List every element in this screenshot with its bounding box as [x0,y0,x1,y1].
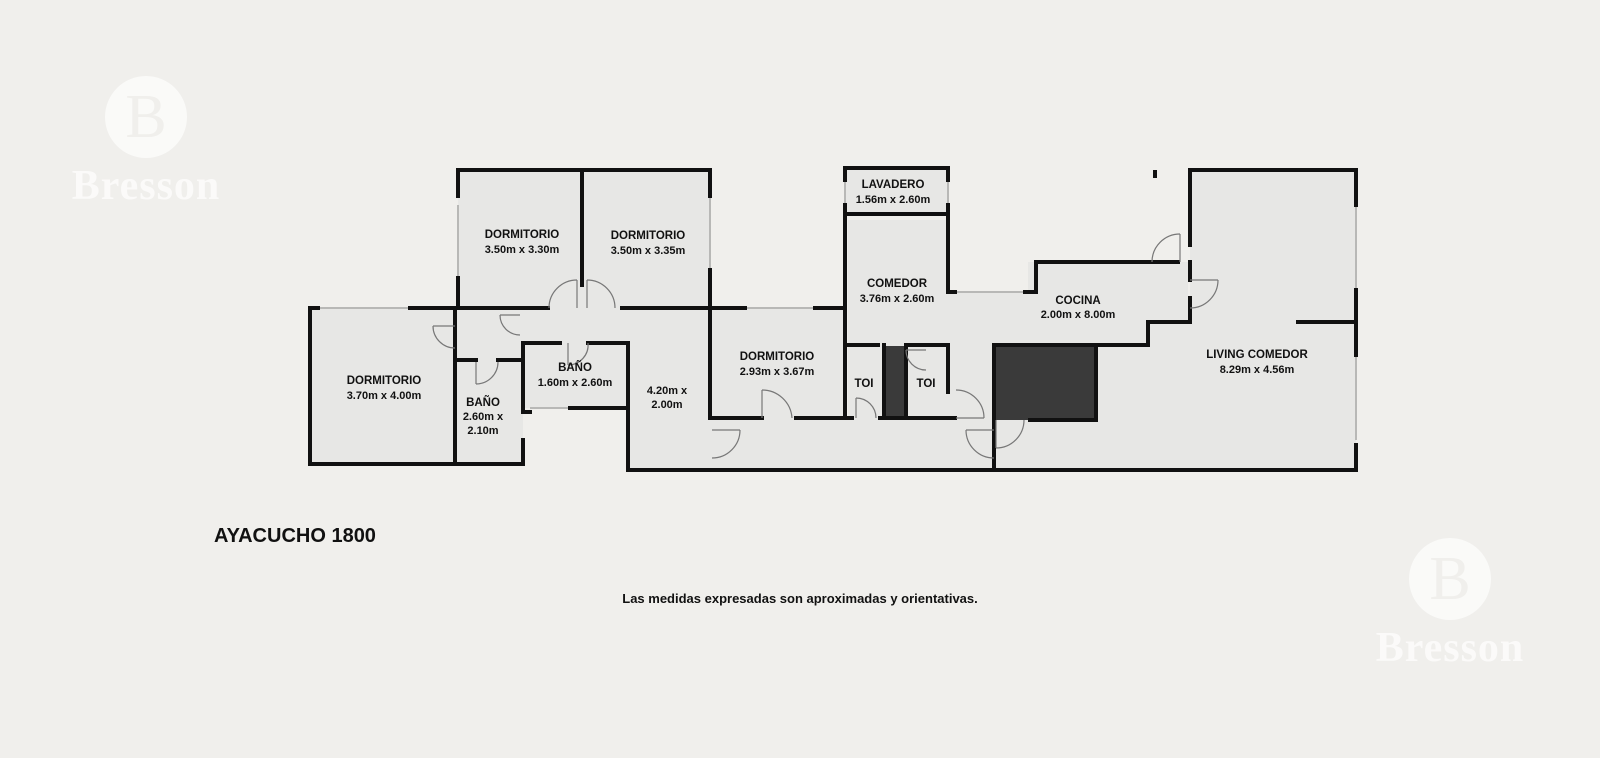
floor-fills [310,168,1356,468]
room-name: DORMITORIO [611,230,686,242]
room-dims: 3.70m x 4.00m [347,390,422,402]
property-title: AYACUCHO 1800 [214,525,376,547]
room-cocina: COCINA 2.00m x 8.00m [1041,295,1116,321]
room-dims-line1: 4.20m x [647,385,688,397]
room-dims: 1.56m x 2.60m [856,194,931,206]
watermark-logo-top: B Bresson [58,76,234,210]
room-bano-2: BAÑO 2.60m x 2.10m [463,396,504,437]
room-dormitorio-2: DORMITORIO 3.50m x 3.35m [611,230,686,257]
watermark-brand: Bresson [1375,625,1525,671]
room-name: DORMITORIO [347,375,422,387]
room-lavadero: LAVADERO 1.56m x 2.60m [856,179,931,206]
room-dims: 1.60m x 2.60m [538,377,613,389]
room-name: COMEDOR [867,278,928,290]
room-name: COCINA [1055,295,1100,307]
room-comedor: COMEDOR 3.76m x 2.60m [860,278,935,305]
room-toi-1: TOI [855,378,874,390]
room-name: DORMITORIO [740,351,815,363]
room-dims: 2.00m x 8.00m [1041,309,1116,321]
watermark-brand: Bresson [71,163,221,209]
doors [432,233,1219,459]
room-pasillo: 4.20m x 2.00m [647,385,688,411]
room-dims: 2.93m x 3.67m [740,366,815,378]
disclaimer-text: Las medidas expresadas son aproximadas y… [622,591,978,606]
room-dims: 3.50m x 3.35m [611,245,686,257]
room-dormitorio-4: DORMITORIO 2.93m x 3.67m [740,351,815,378]
room-name: LIVING COMEDOR [1206,349,1308,361]
room-name: BAÑO [558,361,592,374]
room-name: BAÑO [466,396,500,409]
room-toi-2: TOI [917,378,936,390]
watermark-logo-bottom: B Bresson [1362,538,1538,672]
room-name: TOI [855,378,874,390]
room-dims: 3.50m x 3.30m [485,244,560,256]
watermark-emblem-icon: B [105,76,187,158]
room-dims-line2: 2.00m [651,399,682,411]
room-dims-line1: 2.60m x [463,411,504,423]
room-dims: 3.76m x 2.60m [860,293,935,305]
room-dims-line2: 2.10m [467,425,498,437]
walls [308,166,1358,472]
room-name: TOI [917,378,936,390]
room-dims: 8.29m x 4.56m [1220,364,1295,376]
room-name: DORMITORIO [485,229,560,241]
room-dormitorio-3: DORMITORIO 3.70m x 4.00m [347,375,422,402]
room-dormitorio-1: DORMITORIO 3.50m x 3.30m [485,229,560,256]
room-living-comedor: LIVING COMEDOR 8.29m x 4.56m [1206,349,1308,376]
room-bano-1: BAÑO 1.60m x 2.60m [538,361,613,389]
watermark-emblem-icon: B [1409,538,1491,620]
room-name: LAVADERO [862,179,925,191]
